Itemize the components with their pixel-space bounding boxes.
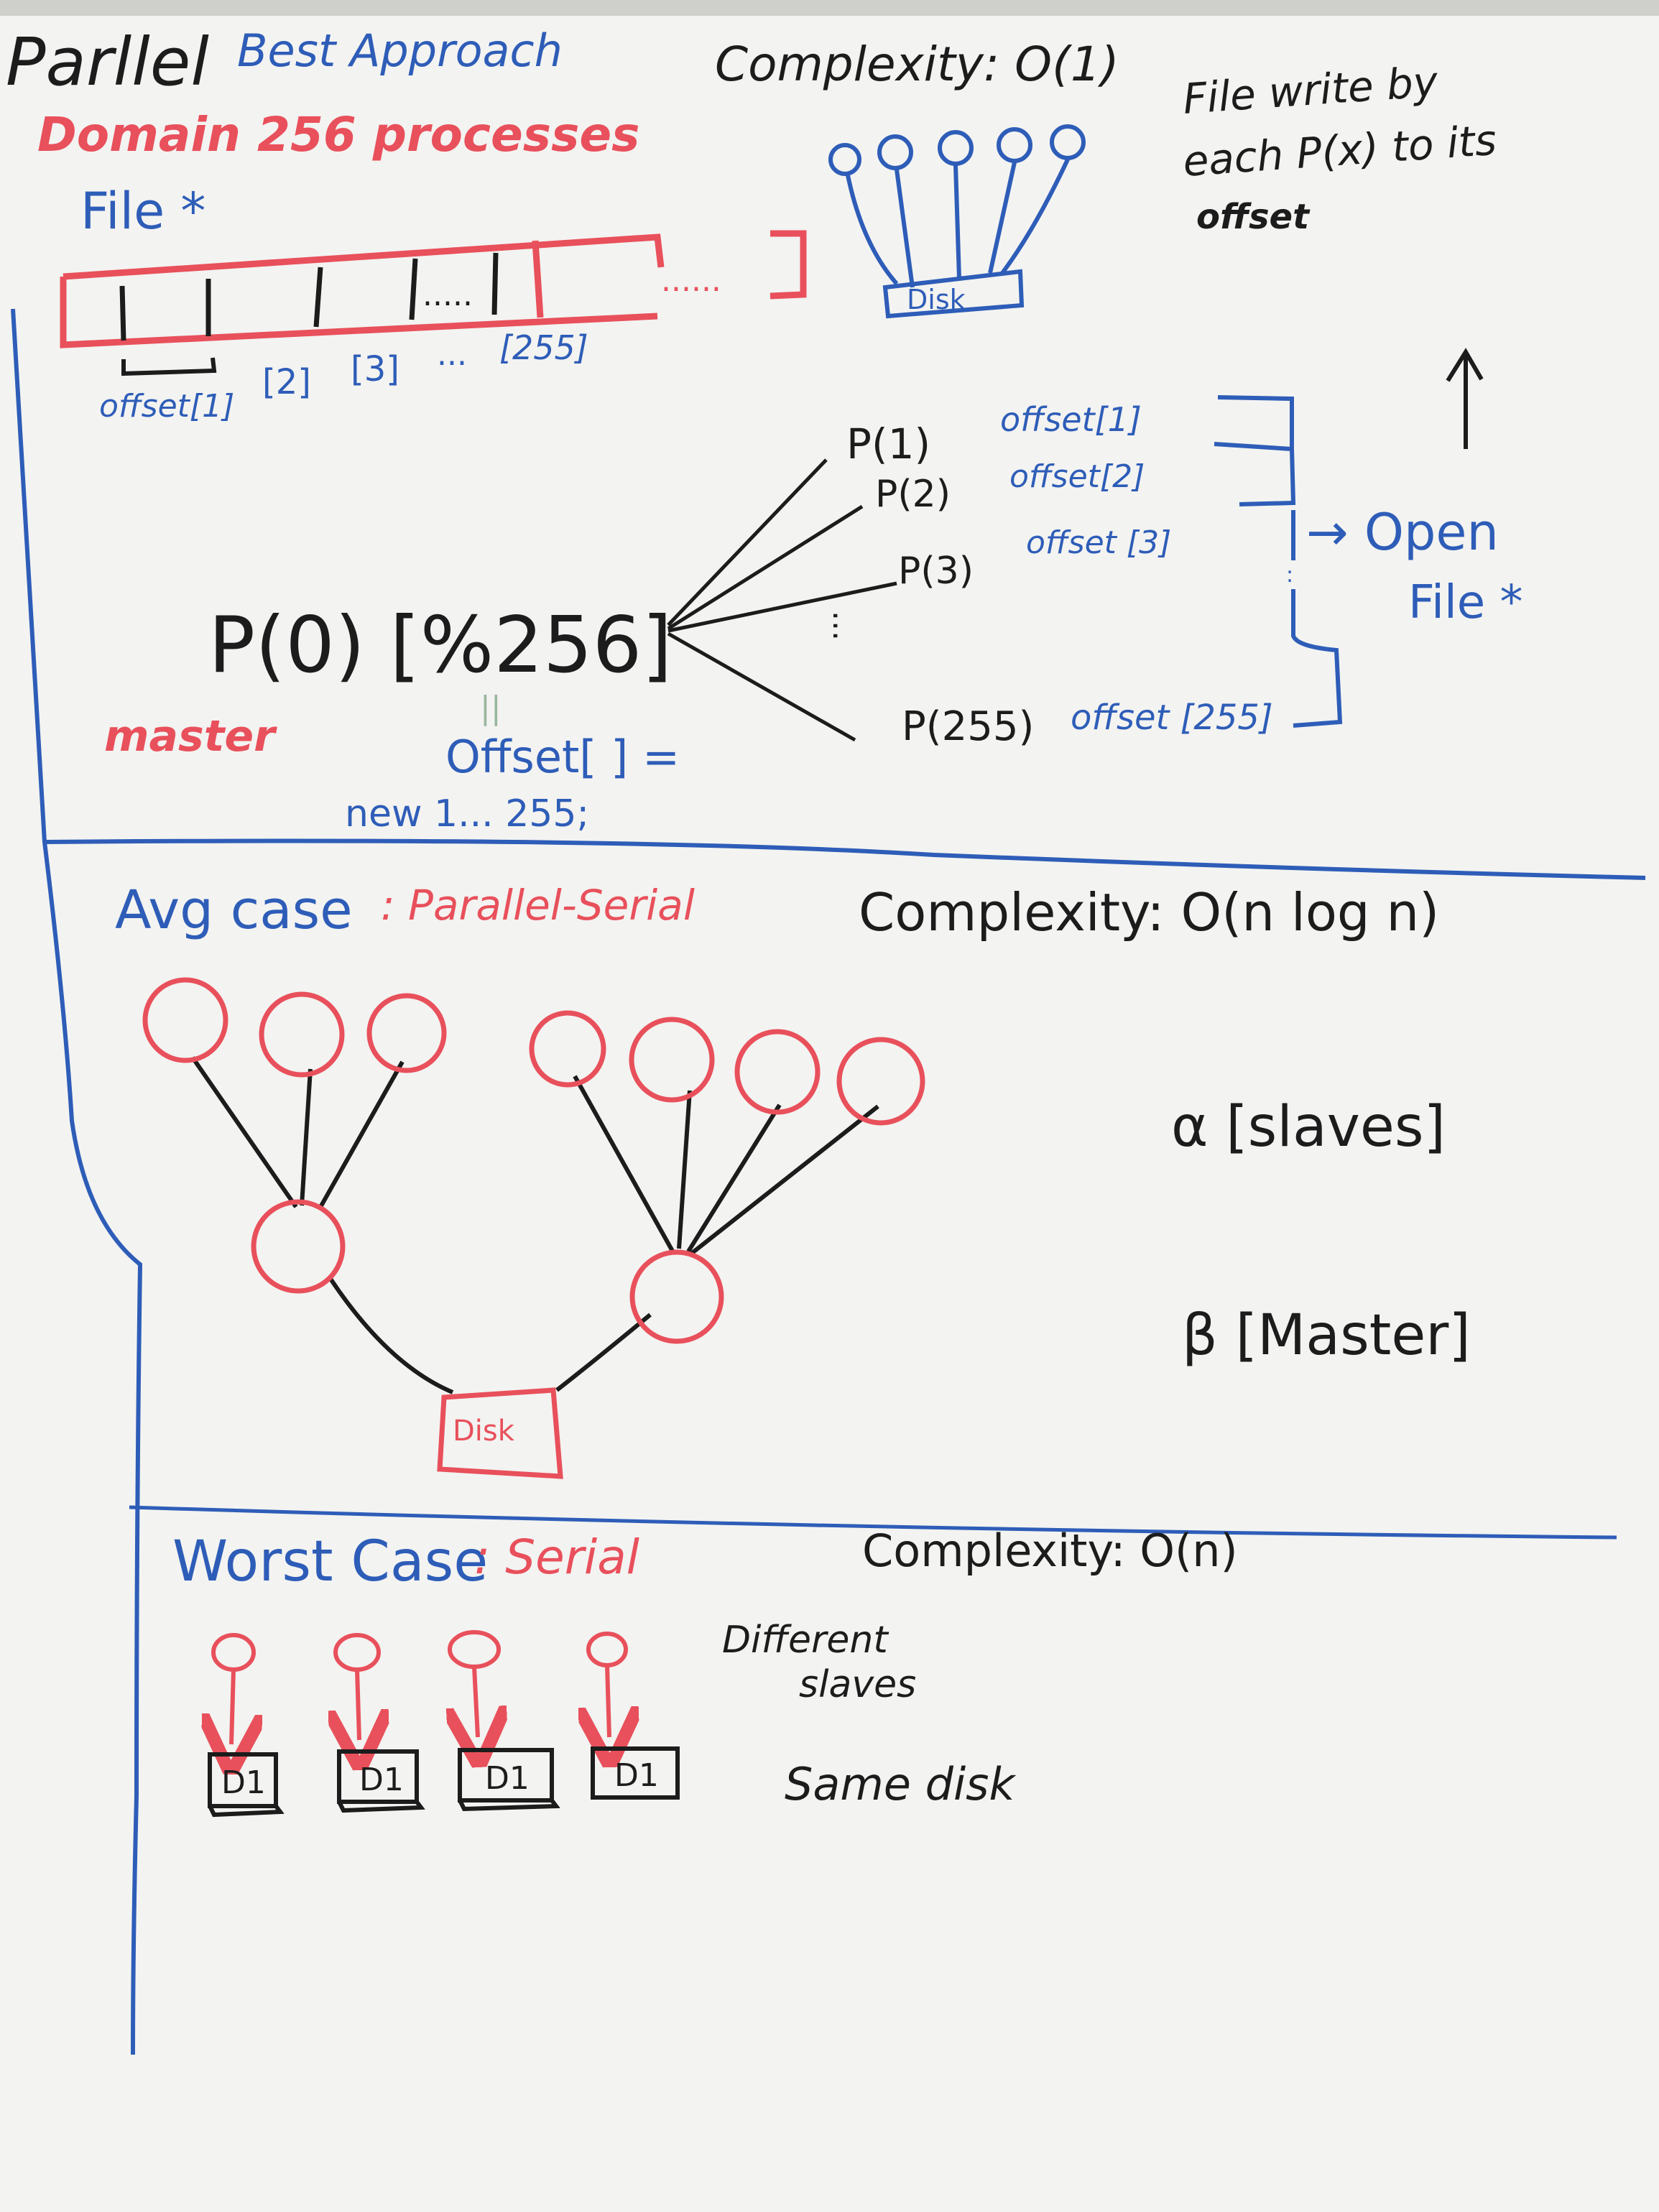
- disk-boxes: [208, 1746, 680, 1818]
- process-name-1: P(1): [846, 420, 930, 468]
- disk-box: [337, 1749, 419, 1804]
- trail-dots: ......: [661, 262, 721, 299]
- disk-box: [458, 1748, 554, 1803]
- process-node: [1050, 124, 1086, 160]
- disk-label-1: D1: [221, 1764, 266, 1801]
- disk-label-3: D1: [485, 1760, 530, 1797]
- average-mode: : Parallel-Serial: [381, 881, 695, 930]
- process-node: [938, 130, 974, 166]
- slave-to-disk: [213, 1630, 626, 1744]
- process-name-255: P(255): [902, 703, 1034, 750]
- worst-mode: : Serial: [474, 1530, 640, 1585]
- processes-to-disk-diagram: [828, 124, 1086, 319]
- tree-nodes: [142, 977, 925, 1479]
- process-name-2: P(2): [875, 473, 951, 516]
- disk-label: Disk: [907, 284, 966, 315]
- process-node: [997, 127, 1032, 163]
- disk-label-2: D1: [359, 1762, 404, 1798]
- offset-index-255: [255]: [499, 328, 588, 367]
- offset-declaration-1: Offset[ ] =: [445, 731, 680, 783]
- disk-label-4: D1: [614, 1757, 659, 1794]
- process-offset-1: offset[1]: [1000, 400, 1142, 439]
- parallel-domain: Domain 256 processes: [37, 107, 639, 162]
- section-worst: Worst Case : Serial Complexity: O(n): [172, 1524, 1238, 1818]
- parallel-complexity: Complexity: O(1): [715, 37, 1119, 92]
- process-offset-3: offset [3]: [1026, 524, 1171, 561]
- up-arrow: [1446, 348, 1484, 449]
- vertical-dots: ...: [826, 611, 862, 641]
- beta-label: β [Master]: [1182, 1303, 1471, 1368]
- alpha-label: α [slaves]: [1171, 1095, 1446, 1160]
- master-node: [251, 1199, 346, 1294]
- slave-node: [529, 1010, 606, 1088]
- slave-node: [629, 1017, 715, 1103]
- disk-box: [882, 269, 1025, 319]
- section-average: Avg case : Parallel-Serial Complexity: O…: [115, 879, 1471, 1479]
- disk-box: [591, 1746, 680, 1800]
- master-label: master: [104, 711, 277, 762]
- offset-declaration-2: new 1... 255;: [345, 792, 589, 836]
- offset-index-1: offset[1]: [99, 388, 234, 425]
- slave-node: [366, 993, 447, 1073]
- average-complexity: Complexity: O(n log n): [859, 882, 1439, 943]
- average-title: Avg case: [115, 879, 353, 941]
- slave-node: [259, 991, 345, 1078]
- slave-node: [836, 1037, 925, 1126]
- process-name-3: P(3): [898, 550, 974, 593]
- parallel-title: Parllel: [6, 24, 209, 101]
- worst-complexity: Complexity: O(n): [862, 1524, 1238, 1577]
- equals-mark: ||: [480, 690, 502, 726]
- disk-box: [208, 1752, 278, 1808]
- section-parallel: Parllel Best Approach Domain 256 process…: [6, 24, 1522, 836]
- slave-node: [734, 1029, 821, 1115]
- worst-title: Worst Case: [172, 1530, 488, 1594]
- board-top-frame: [0, 0, 1659, 16]
- master-process: P(0) [%256]: [208, 601, 672, 690]
- serial-diagram: D1 D1 D1 D1: [208, 1630, 680, 1818]
- parallel-subtitle: Best Approach: [237, 24, 563, 77]
- left-margin-line: [11, 308, 143, 2055]
- tree-edges: [190, 1056, 879, 1394]
- slave-node: [142, 977, 228, 1063]
- worst-note-1-line-2: slaves: [799, 1663, 916, 1706]
- master-node: [629, 1249, 724, 1344]
- offset-index-2: [2]: [262, 362, 311, 402]
- section-divider-1: [44, 838, 1646, 880]
- open-file-line-2: File *: [1408, 576, 1522, 629]
- offset-index-3: [3]: [351, 349, 399, 389]
- file-label: File *: [80, 182, 205, 241]
- open-file-line-1: → Open: [1306, 503, 1499, 562]
- note-line-3: offset: [1196, 197, 1311, 237]
- worst-note-2: Same disk: [785, 1758, 1016, 1810]
- disk-box: [437, 1387, 563, 1479]
- file-buffer: [60, 230, 807, 348]
- bracket-dots: :: [1286, 563, 1293, 588]
- section-divider-2: [129, 1505, 1617, 1540]
- fanout-lines: [667, 458, 897, 742]
- process-offset-255: offset [255]: [1071, 698, 1273, 738]
- offset-index-dots: ...: [437, 336, 467, 373]
- process-node: [828, 143, 861, 176]
- process-node: [877, 134, 913, 170]
- offset-bracket: [121, 357, 217, 376]
- offset-brackets: [1214, 395, 1343, 728]
- average-disk-label: Disk: [453, 1415, 515, 1448]
- worst-note-1-line-1: Different: [722, 1619, 889, 1662]
- buffer-dots: .....: [422, 277, 473, 313]
- process-offset-2: offset[2]: [1009, 458, 1145, 495]
